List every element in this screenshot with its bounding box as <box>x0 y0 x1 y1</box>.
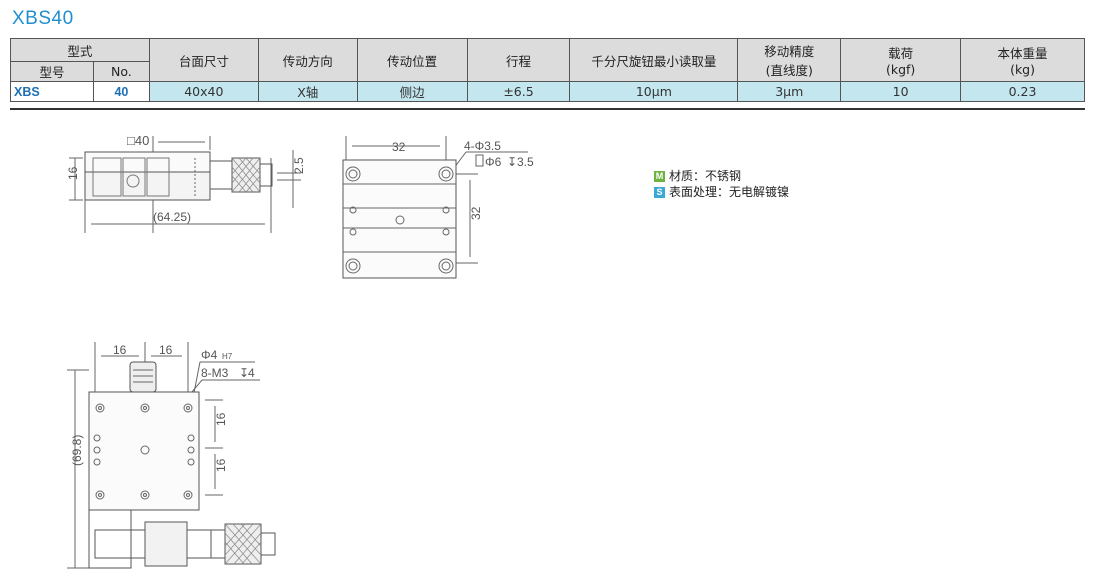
surface-icon: S <box>654 186 665 198</box>
dim-hole-pitch-y: 32 <box>469 206 483 220</box>
surface-text: 表面处理：无电解镀镍 <box>669 185 790 199</box>
material-icon: M <box>654 170 665 182</box>
surface-line: S 表面处理：无电解镀镍 <box>654 184 789 200</box>
header-precision-line1: 移动精度 <box>764 44 815 59</box>
dim-pin-hole: Φ4 <box>201 348 218 362</box>
depth-icon: ↧ <box>239 366 249 380</box>
header-weight-line1: 本体重量 <box>997 46 1048 61</box>
dim-side-pitch-a: 16 <box>214 412 228 426</box>
table-row: XBS 40 40x40 X轴 侧边 ±6.5 10μm 3μm 10 0.23 <box>10 81 1085 102</box>
cell-drive-position: 侧边 <box>356 81 468 102</box>
header-model: 型号 <box>10 61 94 82</box>
front-view-drawing: 16 16 Φ4 H7 8-M3 ↧ 4 16 16 (69.8) <box>67 342 276 569</box>
header-precision-line2: (直线度) <box>765 63 813 78</box>
top-view-drawing: 32 4-Φ3.5 Φ6 ↧ 3.5 32 <box>342 136 534 279</box>
cell-weight: 0.23 <box>960 81 1085 102</box>
dim-tap-depth: 4 <box>248 366 255 380</box>
dim-side-pitch-b: 16 <box>214 458 228 472</box>
product-title: XBS40 <box>12 8 74 29</box>
dim-hole-pitch-a: 16 <box>113 343 127 357</box>
header-precision: 移动精度 (直线度) <box>737 38 842 82</box>
spec-legend: M 材质：不锈钢 S 表面处理：无电解镀镍 <box>654 168 789 200</box>
header-load-line1: 载荷 <box>888 46 914 61</box>
material-text: 材质：不锈钢 <box>669 169 742 183</box>
table-bottom-rule <box>10 108 1085 110</box>
dim-height: 16 <box>66 166 80 180</box>
dim-hole-pitch-x: 32 <box>392 140 406 154</box>
dim-table-size: □40 <box>127 133 149 148</box>
depth-icon: ↧ <box>507 155 517 169</box>
dim-total-length: (64.25) <box>153 210 191 224</box>
header-type-group: 型式 <box>10 38 150 62</box>
material-line: M 材质：不锈钢 <box>654 168 789 184</box>
header-load-line2: (kgf) <box>885 62 916 77</box>
cell-stroke: ±6.5 <box>466 81 571 102</box>
dim-pin-tolerance: H7 <box>222 352 233 361</box>
dim-tapped-holes: 8-M3 <box>201 366 229 380</box>
cell-model: XBS <box>10 81 94 102</box>
header-drive-direction: 传动方向 <box>257 38 358 82</box>
dim-counterbore-depth: 3.5 <box>517 155 534 169</box>
dim-hole-pitch-b: 16 <box>159 343 173 357</box>
header-micrometer-reading: 千分尺旋钮最小读取量 <box>569 38 739 82</box>
cell-load: 10 <box>840 81 962 102</box>
header-stroke: 行程 <box>466 38 571 82</box>
header-load: 载荷 (kgf) <box>840 38 962 82</box>
cell-table-size: 40x40 <box>148 81 259 102</box>
cell-no: 40 <box>92 81 150 102</box>
header-no: No. <box>92 61 150 82</box>
spec-table: 型式 台面尺寸 传动方向 传动位置 行程 千分尺旋钮最小读取量 移动精度 (直线… <box>10 38 1085 102</box>
header-weight: 本体重量 (kg) <box>960 38 1085 82</box>
dim-offset: 2.5 <box>292 157 305 174</box>
dim-total-height: (69.8) <box>70 435 84 466</box>
dim-holes: 4-Φ3.5 <box>464 139 501 153</box>
side-view-drawing: □40 16 2.5 (64.25) <box>66 133 305 233</box>
cell-precision: 3μm <box>737 81 842 102</box>
cell-drive-direction: X轴 <box>257 81 358 102</box>
header-weight-line2: (kg) <box>1010 62 1035 77</box>
dim-counterbore: Φ6 <box>485 155 502 169</box>
header-table-size: 台面尺寸 <box>148 38 259 82</box>
header-drive-position: 传动位置 <box>356 38 468 82</box>
cell-micrometer-reading: 10μm <box>569 81 739 102</box>
